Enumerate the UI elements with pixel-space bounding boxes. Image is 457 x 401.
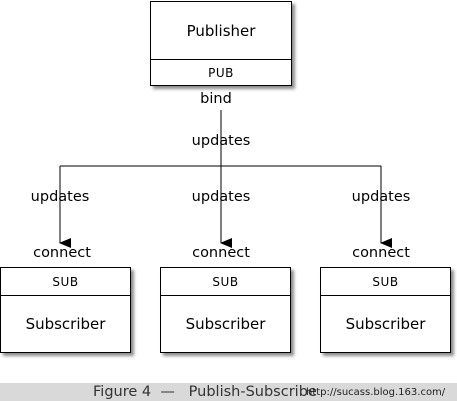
edge-label-subscriber-1: updates — [30, 189, 90, 205]
subscriber-socket-type: SUB — [212, 274, 239, 289]
figure-caption: Figure 4 — Publish-Subscribe — [93, 384, 317, 400]
caption-bar — [0, 383, 457, 401]
subscriber-socket-type: SUB — [372, 274, 399, 289]
subscriber-box-2: SUB Subscriber — [160, 267, 291, 353]
subscriber-name: Subscriber — [321, 295, 450, 352]
publisher-name: Publisher — [186, 21, 256, 40]
subscriber-name: Subscriber — [1, 295, 130, 352]
subscriber-box-1: SUB Subscriber — [0, 267, 131, 353]
connect-label-subscriber-1: connect — [33, 245, 91, 261]
bind-label: bind — [200, 91, 232, 107]
connect-label-subscriber-3: connect — [352, 245, 410, 261]
caption-dash: — — [160, 384, 175, 400]
connect-label-subscriber-2: connect — [192, 245, 250, 261]
figure-number: Figure 4 — [93, 384, 152, 400]
subscriber-socket-type: SUB — [52, 274, 79, 289]
edge-label-subscriber-3: updates — [351, 189, 411, 205]
publisher-socket-type: PUB — [151, 59, 291, 85]
edge-label-subscriber-2: updates — [191, 189, 251, 205]
watermark-url: http://sucass.blog.163.com/ — [306, 387, 446, 398]
fanout-updates-label: updates — [191, 133, 251, 149]
figure-title: Publish-Subscribe — [188, 384, 317, 400]
subscriber-name: Subscriber — [161, 295, 290, 352]
subscriber-box-3: SUB Subscriber — [320, 267, 451, 353]
publisher-box: Publisher PUB — [150, 1, 292, 86]
